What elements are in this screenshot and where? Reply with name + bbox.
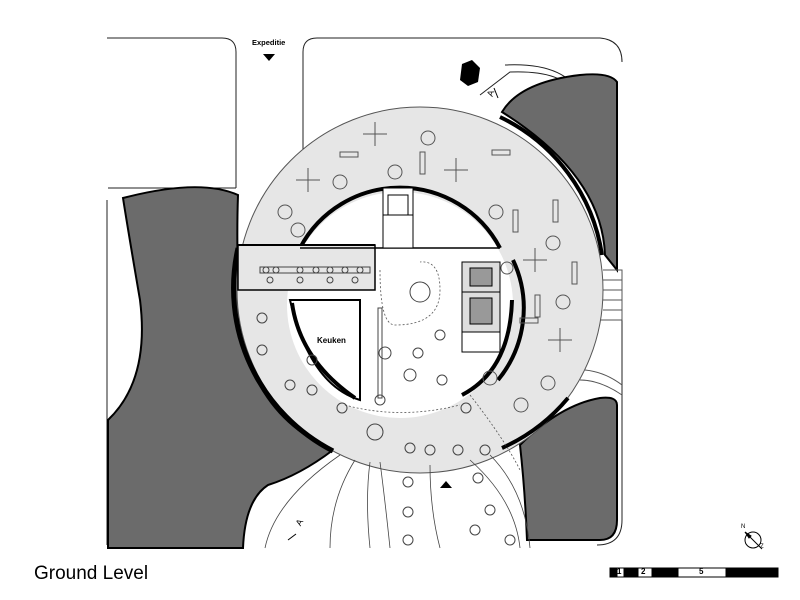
building (231, 106, 623, 474)
entrance-arrow-north (263, 54, 275, 61)
south-paths (264, 454, 531, 549)
southeast-wall (501, 396, 570, 450)
compass-south-label: Z (760, 544, 764, 550)
scale-tick-label: 5 (699, 567, 704, 576)
section-marker-sw: A (287, 517, 306, 541)
paving-circles (277, 130, 571, 413)
landscape-areas (107, 73, 618, 549)
north-core (382, 187, 414, 249)
kitchen-label: Keuken (317, 336, 346, 345)
section-marker-ne: A (485, 87, 499, 99)
compass-north-label: N (741, 524, 746, 530)
section-label: A (485, 89, 496, 98)
north-compass (744, 531, 763, 550)
section-label: A (294, 517, 306, 527)
scale-bar (609, 567, 779, 578)
dining-tables (256, 266, 516, 546)
east-core (461, 261, 501, 353)
entrance-label: Expeditie (252, 38, 286, 47)
circulation (344, 261, 521, 471)
scale-tick-label: 2 (641, 567, 646, 576)
east-wall (499, 115, 604, 256)
furniture (256, 122, 578, 546)
east-curve (461, 299, 514, 397)
east-terrace (579, 269, 623, 396)
inner-wall-east (496, 259, 526, 382)
plan-title: Ground Level (34, 563, 149, 584)
landscape-west (107, 186, 335, 549)
entrance-arrow-south (440, 481, 452, 488)
tree-icon (460, 60, 480, 86)
scale-tick-label: 1 (617, 567, 622, 576)
paving-bars (339, 149, 578, 324)
landscape-northeast (500, 73, 618, 273)
landscape-southeast (518, 396, 618, 541)
west-wall (231, 247, 335, 454)
paving-crosses (296, 122, 572, 352)
